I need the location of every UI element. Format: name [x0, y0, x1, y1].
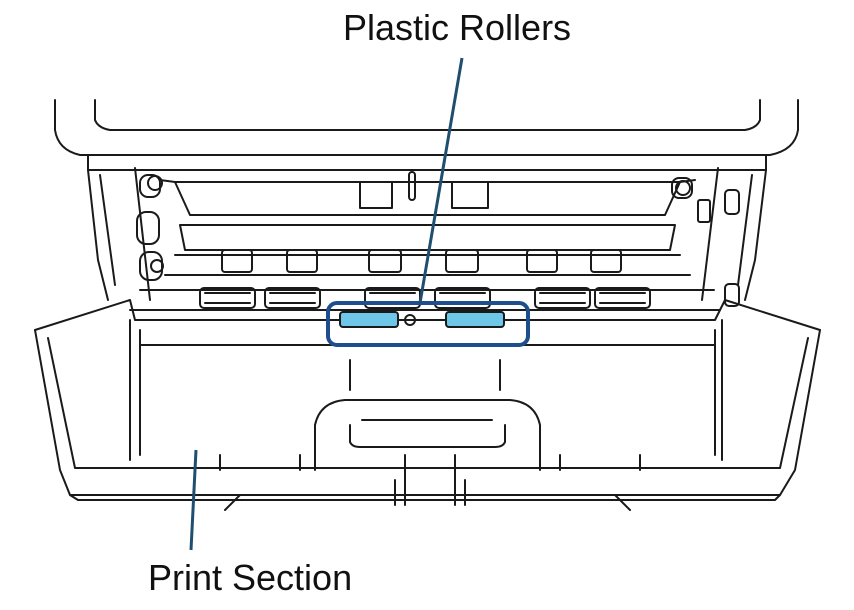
print-section	[34, 299, 821, 511]
inner-guide-plate	[159, 171, 696, 256]
plastic-rollers-leader-line	[418, 57, 464, 304]
upper-rollers	[164, 249, 691, 276]
side-frame-left	[87, 167, 164, 301]
print-section-label: Print Section	[148, 557, 353, 598]
top-cover	[54, 99, 799, 171]
plastic-rollers-label: Plastic Rollers	[343, 7, 572, 48]
plastic-rollers	[339, 311, 505, 328]
lower-rollers	[129, 287, 721, 311]
print-section-leader-line	[189, 449, 198, 551]
side-frame-right	[671, 167, 767, 307]
plastic-rollers-highlight	[326, 301, 530, 347]
